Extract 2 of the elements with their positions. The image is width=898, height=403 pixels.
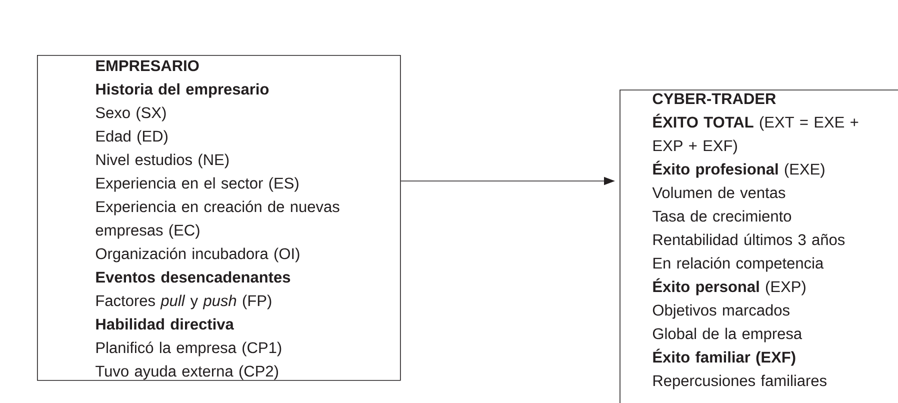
variable-list-box: CYBER-TRADER ÉXITO TOTAL (EXT = EXE + EXP + EXF) Éxito profesional (EXE) Volumen de ventas Tasa de crecimiento Rentabilidad últimos 3 años En relación competencia Éxito personal (EXP) Objetivos marcados Global de la empresa Éxito familiar (EXF) Repercusiones familiares [620, 90, 898, 403]
variable-list-box: EMPRESARIO Historia del empresario Sexo (SX) Edad (ED) Nivel estudios (NE) Experiencia en el sector (ES) Experiencia en creación de nuevas empresas (EC) Organización incubadora (OI) Eventos desencadenantes Factores pull y push (FP) Habilidad directiva Planificó la empresa (CP1) Tuvo ayuda externa (CP2) [37, 55, 401, 381]
